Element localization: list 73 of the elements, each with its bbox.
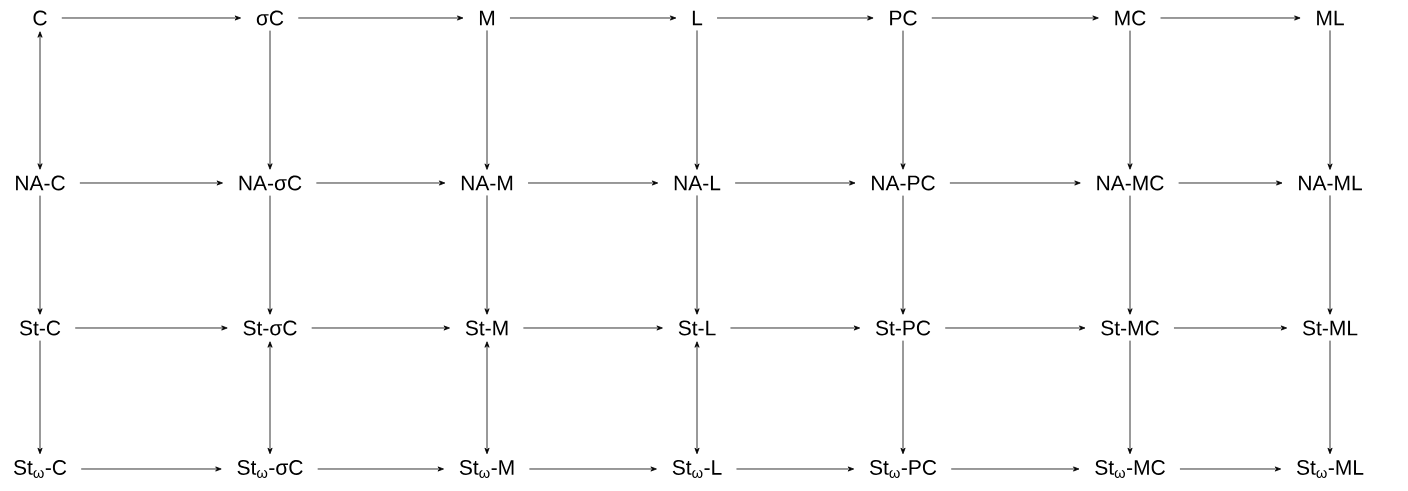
arrow (694, 195, 700, 315)
arrow (931, 15, 1099, 21)
arrow (694, 341, 700, 455)
arrow (315, 180, 446, 186)
math-object: St-MC (1101, 320, 1159, 336)
arrow (37, 31, 43, 170)
arrow (944, 325, 1086, 331)
arrow (267, 30, 273, 170)
arrow (1327, 340, 1333, 455)
math-object: ML (1317, 10, 1344, 26)
arrow (694, 30, 700, 170)
arrow (297, 15, 464, 21)
arrow (949, 180, 1081, 186)
arrow (484, 30, 490, 170)
arrow (950, 466, 1080, 472)
arrow (1160, 15, 1301, 21)
math-object: St-L (678, 320, 716, 336)
arrow (736, 466, 855, 472)
arrow (267, 341, 273, 455)
math-object: St-M (465, 320, 508, 336)
arrow (522, 325, 663, 331)
arrow (734, 180, 856, 186)
arrow (1173, 325, 1288, 331)
arrow (267, 195, 273, 315)
math-object: NA-L (674, 175, 721, 191)
arrow (1327, 195, 1333, 315)
math-object: C (33, 10, 47, 26)
arrow (1127, 30, 1133, 170)
math-object: NA-σC (239, 175, 302, 191)
math-object: St-C (19, 320, 61, 336)
math-object: St$_{ω}$-MC (1095, 460, 1165, 478)
arrow (37, 195, 43, 315)
math-object: L (692, 10, 703, 26)
arrow (1178, 180, 1283, 186)
arrow (80, 466, 222, 472)
arrow (74, 325, 228, 331)
arrow (317, 466, 444, 472)
math-object: St$_{ω}$-ML (1297, 460, 1364, 478)
math-object: PC (890, 10, 917, 26)
math-object: NA-M (461, 175, 513, 191)
arrow (484, 195, 490, 315)
math-object: St-PC (875, 320, 931, 336)
arrow (1127, 195, 1133, 315)
arrow (900, 340, 906, 455)
math-object: NA-C (16, 175, 65, 191)
arrow (37, 340, 43, 455)
arrow (1327, 30, 1333, 170)
math-object: NA-PC (872, 175, 935, 191)
math-object: MC (1115, 10, 1146, 26)
arrow (527, 180, 659, 186)
math-object: M (480, 10, 495, 26)
math-object: St$_{ω}$-M (459, 460, 514, 478)
arrow (900, 195, 906, 315)
math-object: NA-ML (1299, 175, 1362, 191)
arrow (509, 15, 677, 21)
arrow (528, 466, 657, 472)
math-object: St$_{ω}$-PC (869, 460, 937, 478)
math-object: St-ML (1302, 320, 1358, 336)
math-object: St$_{ω}$-L (672, 460, 722, 478)
math-object: St$_{ω}$-C (13, 460, 67, 478)
arrow (61, 15, 241, 21)
arrow (1179, 466, 1282, 472)
arrow (1127, 340, 1133, 455)
arrow (900, 30, 906, 170)
arrow (311, 325, 450, 331)
arrow (79, 180, 223, 186)
math-object: St$_{ω}$-σC (237, 460, 303, 478)
arrow (730, 325, 861, 331)
arrow (716, 15, 874, 21)
math-object: NA-MC (1097, 175, 1164, 191)
math-object: σC (256, 10, 284, 26)
arrow (484, 341, 490, 455)
math-object: St-σC (243, 320, 297, 336)
